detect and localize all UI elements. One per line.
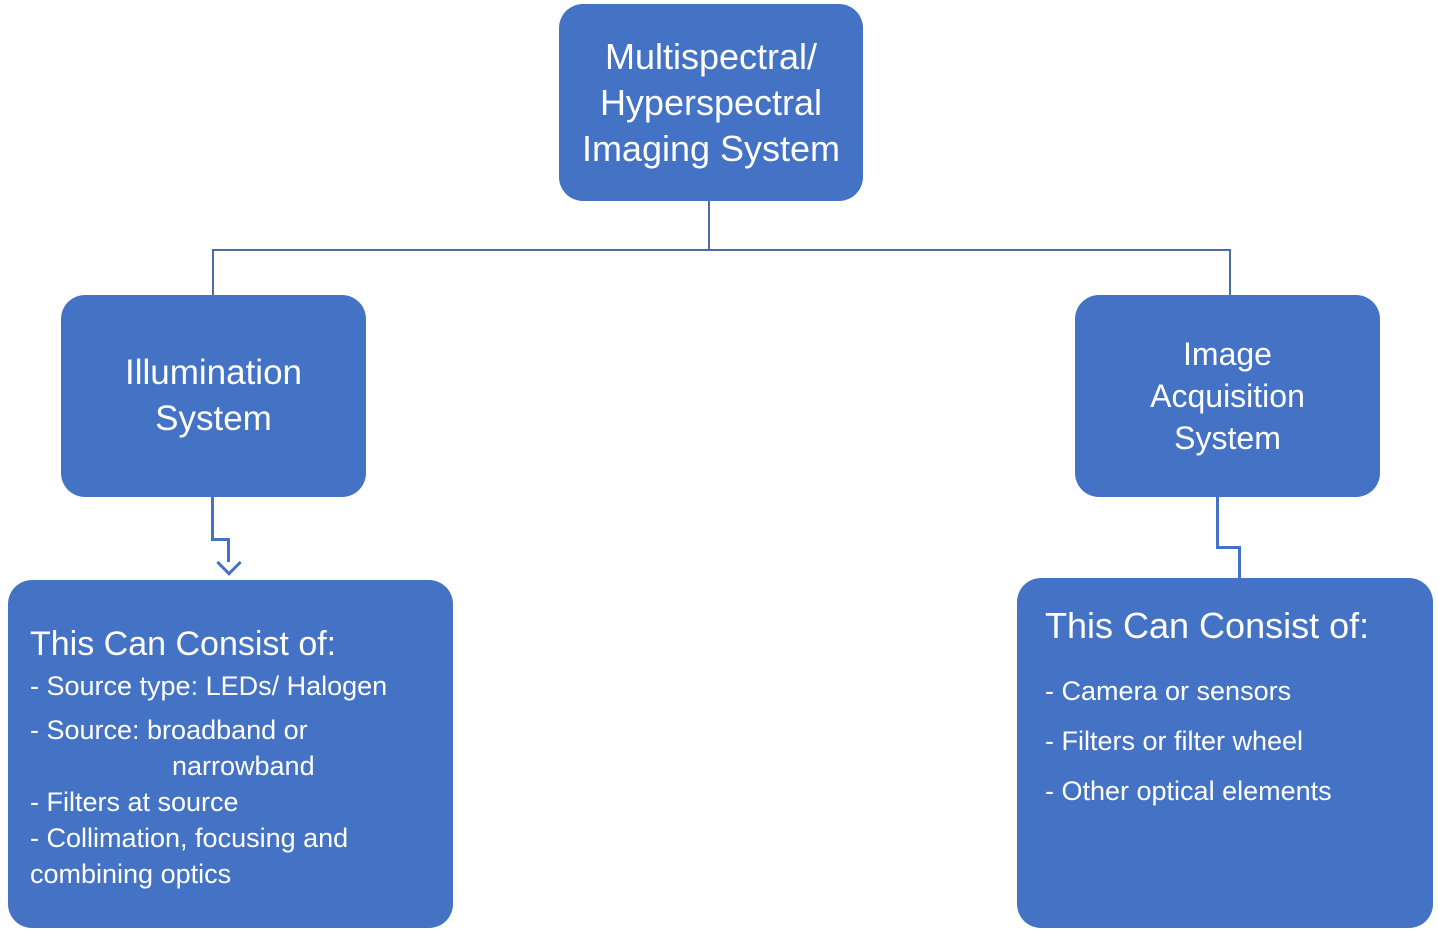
node-image-acquisition-system-label: Image Acquisition System	[1150, 336, 1305, 456]
connector-acquisition-elbow-v2	[1238, 546, 1241, 580]
arrowhead-down-icon	[216, 550, 242, 576]
connector-acquisition-elbow-h	[1216, 546, 1241, 549]
node-image-acquisition-system: Image Acquisition System	[1075, 295, 1380, 497]
connector-acquisition-elbow-v1	[1216, 497, 1219, 549]
connector-illumination-elbow-v1	[211, 497, 214, 541]
illumination-details-item: - Collimation, focusing and	[30, 823, 349, 853]
connector-right-drop	[1229, 249, 1231, 295]
node-illumination-system: Illumination System	[61, 295, 366, 497]
acquisition-details-heading: This Can Consist of:	[1045, 605, 1370, 646]
connector-illumination-elbow-h	[211, 538, 230, 541]
illumination-details-item: - Source type: LEDs/ Halogen	[30, 671, 388, 701]
illumination-details-item: - Source: broadband or	[30, 715, 308, 745]
connector-left-drop	[212, 249, 214, 295]
node-imaging-system: Multispectral/ Hyperspectral Imaging Sys…	[559, 4, 863, 201]
connector-illumination-elbow-v2	[227, 538, 230, 562]
connector-root-stem	[708, 200, 710, 250]
acquisition-details-item: - Camera or sensors	[1045, 676, 1292, 706]
illumination-details-heading: This Can Consist of:	[30, 625, 337, 663]
node-acquisition-details: This Can Consist of: - Camera or sensors…	[1017, 578, 1433, 928]
illumination-details-item-continuation: combining optics	[30, 859, 232, 889]
node-illumination-system-label: Illumination System	[124, 353, 303, 438]
acquisition-details-item: - Other optical elements	[1045, 776, 1332, 806]
node-imaging-system-label: Multispectral/ Hyperspectral Imaging Sys…	[581, 35, 841, 169]
connector-horizontal-bar	[212, 249, 1231, 251]
acquisition-details-item: - Filters or filter wheel	[1045, 726, 1304, 756]
illumination-details-item-continuation: narrowband	[172, 751, 315, 781]
illumination-details-item: - Filters at source	[30, 787, 239, 817]
node-illumination-details: This Can Consist of: - Source type: LEDs…	[8, 580, 453, 928]
